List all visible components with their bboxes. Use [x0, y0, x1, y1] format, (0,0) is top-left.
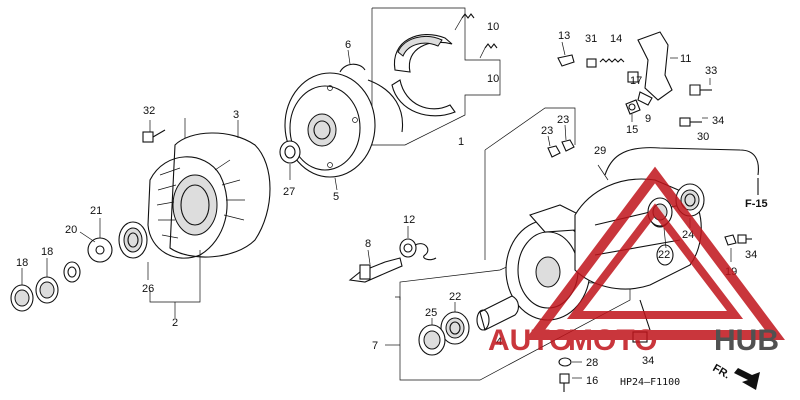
callout-33: 33 — [705, 65, 717, 77]
ref-label-f15: F-15 — [745, 198, 768, 210]
left-bearings — [10, 218, 201, 318]
callout-17: 17 — [630, 75, 642, 87]
callout-labels: 1 2 3 4 5 6 7 8 9 10 10 11 12 13 14 15 1… — [16, 21, 757, 387]
callout-24a: 24 — [682, 229, 694, 241]
callout-28: 28 — [586, 357, 598, 369]
bolt-28-16 — [558, 357, 582, 392]
callout-30: 30 — [697, 131, 709, 143]
callout-4: 4 — [496, 336, 502, 348]
brake-drum — [284, 72, 376, 191]
callout-26: 26 — [142, 283, 154, 295]
callout-9: 9 — [645, 113, 651, 125]
callout-13: 13 — [558, 30, 570, 42]
callout-11: 11 — [680, 53, 691, 65]
callout-14: 14 — [610, 33, 622, 45]
callout-31: 31 — [585, 33, 597, 45]
callout-34c: 34 — [642, 355, 654, 367]
callout-29: 29 — [594, 145, 606, 157]
nuts-23 — [547, 124, 575, 158]
callout-10b: 10 — [487, 73, 499, 85]
callout-22a: 22 — [449, 291, 461, 303]
callout-5: 5 — [333, 191, 339, 203]
bolt-32 — [142, 120, 166, 143]
callout-23a: 23 — [541, 125, 553, 137]
watermark-text-hub: HUB — [714, 324, 779, 357]
callout-21: 21 — [90, 205, 102, 217]
diagram-code: HP24—F1100 — [620, 377, 680, 388]
callout-2: 2 — [172, 317, 178, 329]
callout-32: 32 — [143, 105, 155, 117]
watermark-triangle-icon — [525, 166, 785, 340]
callout-12: 12 — [403, 214, 415, 226]
callout-18b: 18 — [41, 246, 53, 258]
top-right-hardware — [557, 31, 712, 122]
right-bolt — [724, 234, 752, 262]
svg-text:FR.: FR. — [711, 362, 732, 381]
callout-34b: 34 — [745, 249, 757, 261]
watermark-text-auto: AUTO — [488, 324, 572, 357]
callout-6: 6 — [345, 39, 351, 51]
callout-1: 1 — [458, 136, 464, 148]
callout-10a: 10 — [487, 21, 499, 33]
brake-cam — [348, 226, 437, 283]
wheel-hub — [147, 118, 271, 259]
brake-shoe-group — [371, 7, 501, 146]
callout-15: 15 — [626, 124, 638, 136]
callout-3: 3 — [233, 109, 239, 121]
watermark-text-moto: MOTO — [568, 324, 657, 357]
brake-cable — [597, 117, 759, 181]
callout-34a: 34 — [712, 115, 724, 127]
spring-6 — [339, 49, 404, 133]
callout-22b: 22 — [658, 249, 670, 261]
callout-20: 20 — [65, 224, 77, 236]
callout-23b: 23 — [557, 114, 569, 126]
lower-bearings — [418, 302, 470, 356]
callout-25: 25 — [425, 307, 437, 319]
seal-27 — [279, 140, 301, 180]
watermark: AUTO MOTO HUB — [488, 166, 785, 357]
callout-18a: 18 — [16, 257, 28, 269]
callout-7: 7 — [372, 340, 378, 352]
callout-27: 27 — [283, 186, 295, 198]
callout-16: 16 — [586, 375, 598, 387]
front-direction-arrow: FR. — [711, 362, 760, 390]
callout-8: 8 — [365, 238, 371, 250]
